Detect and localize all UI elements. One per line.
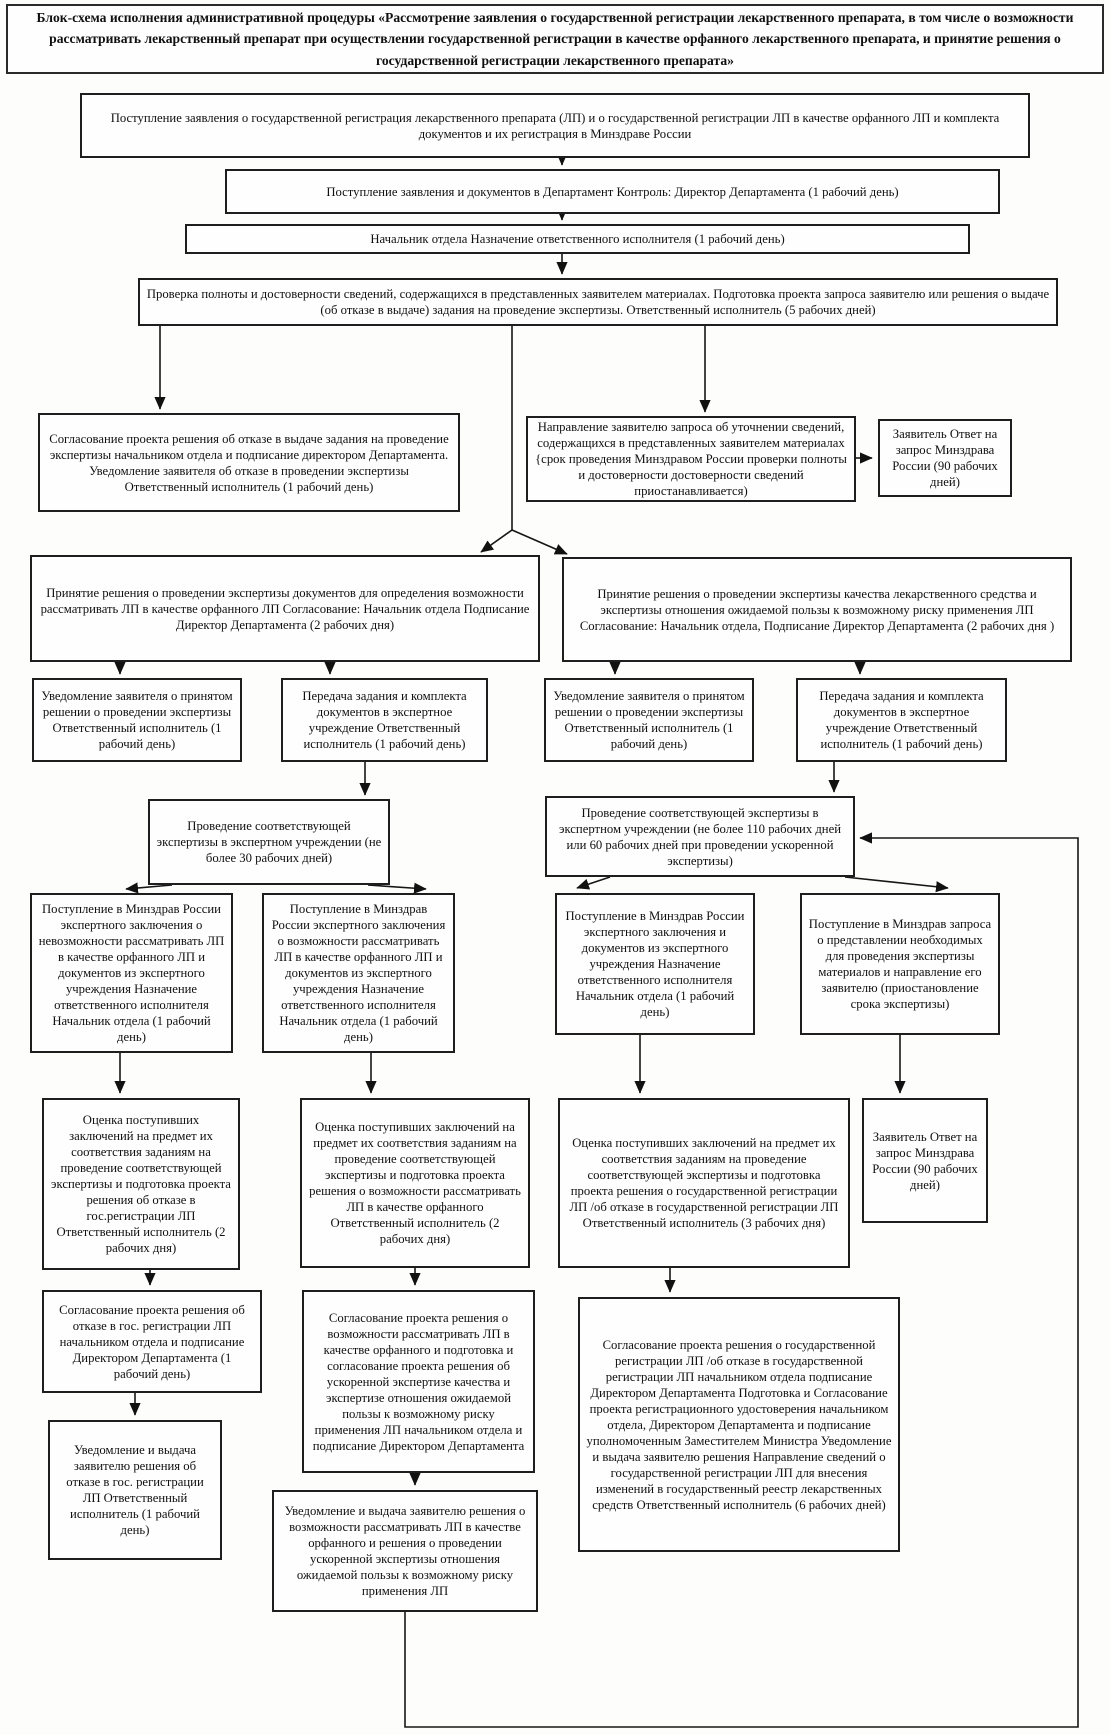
node-materials-request: Поступление в Минздрав запроса о предста… — [800, 893, 1000, 1035]
node-issue-refusal: Уведомление и выдача заявителю решения о… — [48, 1420, 222, 1560]
node-applicant-response-bottom: Заявитель Ответ на запрос Минздрава Росс… — [862, 1098, 988, 1223]
node-assign-executor: Начальник отдела Назначение ответственно… — [185, 224, 970, 254]
node-refusal-approval: Согласование проекта решения об отказе в… — [38, 413, 460, 512]
node-conclusion-received: Поступление в Минздрав России экспертног… — [555, 893, 755, 1035]
node-conclusion-possible-orphan: Поступление в Минздрав России экспертног… — [262, 893, 455, 1053]
node-orphan-expertise-decision: Принятие решения о проведении экспертизы… — [30, 555, 540, 662]
node-clarification-request: Направление заявителю запроса об уточнен… — [526, 416, 856, 502]
node-approval-refusal: Согласование проекта решения об отказе в… — [42, 1290, 262, 1393]
node-evaluation-orphan: Оценка поступивших заключений на предмет… — [300, 1098, 530, 1268]
node-notify-decision-orphan: Уведомление заявителя о принятом решении… — [32, 678, 242, 762]
node-transfer-documents-orphan: Передача задания и комплекта документов … — [281, 678, 488, 762]
node-evaluation-registration: Оценка поступивших заключений на предмет… — [558, 1098, 850, 1268]
node-expertise-110-days: Проведение соответствующей экспертизы в … — [545, 796, 855, 877]
node-department-intake: Поступление заявления и документов в Деп… — [225, 169, 1000, 214]
node-quality-expertise-decision: Принятие решения о проведении экспертизы… — [562, 557, 1072, 662]
node-transfer-documents-quality: Передача задания и комплекта документов … — [796, 678, 1007, 762]
node-applicant-response-top: Заявитель Ответ на запрос Минздрава Росс… — [878, 419, 1012, 497]
node-completeness-check: Проверка полноты и достоверности сведени… — [138, 278, 1058, 326]
node-conclusion-impossible-orphan: Поступление в Минздрав России экспертног… — [30, 893, 233, 1053]
node-issue-orphan: Уведомление и выдача заявителю решения о… — [272, 1490, 538, 1612]
node-notify-decision-quality: Уведомление заявителя о принятом решении… — [544, 678, 754, 762]
diagram-title: Блок-схема исполнения административной п… — [6, 4, 1104, 74]
node-approval-orphan: Согласование проекта решения о возможнос… — [302, 1290, 535, 1473]
node-evaluation-refusal: Оценка поступивших заключений на предмет… — [42, 1098, 240, 1270]
node-expertise-30-days: Проведение соответствующей экспертизы в … — [148, 799, 390, 885]
node-application-received: Поступление заявления о государственной … — [80, 93, 1030, 158]
node-approval-registration: Согласование проекта решения о государст… — [578, 1297, 900, 1552]
